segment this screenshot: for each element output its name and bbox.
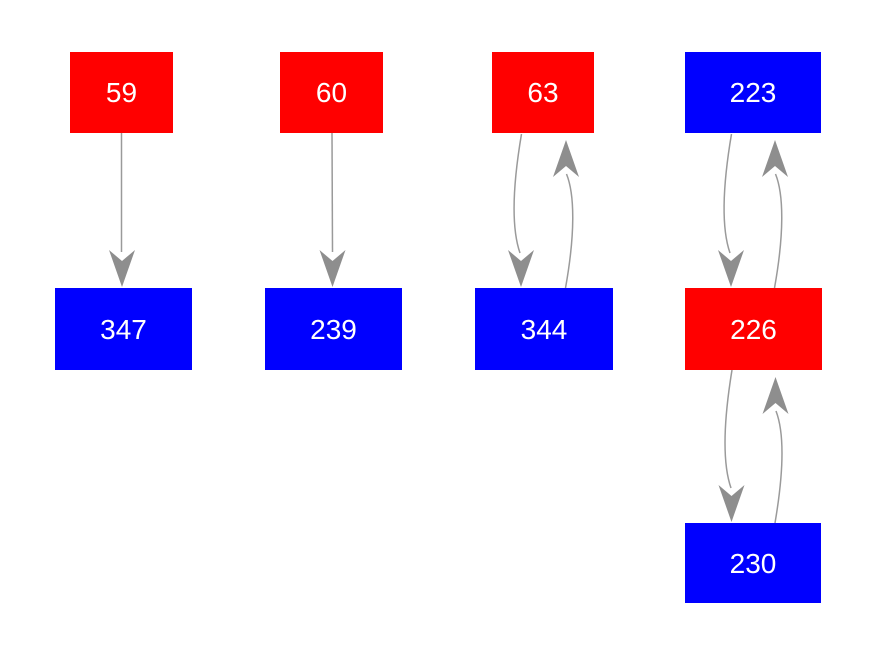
arrowhead-63-344 [508,250,534,287]
node-226 [685,288,822,370]
arrowhead-230-226 [762,377,789,414]
node-label-347: 347 [100,314,147,345]
node-223 [685,52,821,133]
node-239 [265,288,402,370]
node-label-344: 344 [521,314,568,345]
arrowhead-344-63 [553,140,579,177]
node-60 [280,52,383,133]
edge-344-63 [564,173,574,289]
node-label-63: 63 [527,77,558,108]
node-59 [70,52,173,133]
edge-223-226 [723,133,733,254]
node-344 [475,288,613,370]
node-label-239: 239 [310,314,357,345]
arrowhead-60-239 [319,250,346,287]
node-label-223: 223 [730,77,777,108]
node-label-226: 226 [730,314,777,345]
node-label-60: 60 [316,77,347,108]
edge-230-226 [774,410,783,524]
arrowhead-226-223 [762,140,788,177]
arrowhead-223-226 [718,250,744,287]
edge-63-344 [513,133,523,254]
arrowhead-226-230 [718,485,745,522]
edge-60-239 [331,132,334,253]
node-label-230: 230 [730,548,777,579]
node-63 [492,52,594,133]
arrowhead-59-347 [109,250,135,287]
edge-226-230 [724,369,733,489]
edge-226-223 [773,173,783,289]
node-230 [685,523,821,603]
node-label-59: 59 [106,77,137,108]
node-347 [55,288,192,370]
